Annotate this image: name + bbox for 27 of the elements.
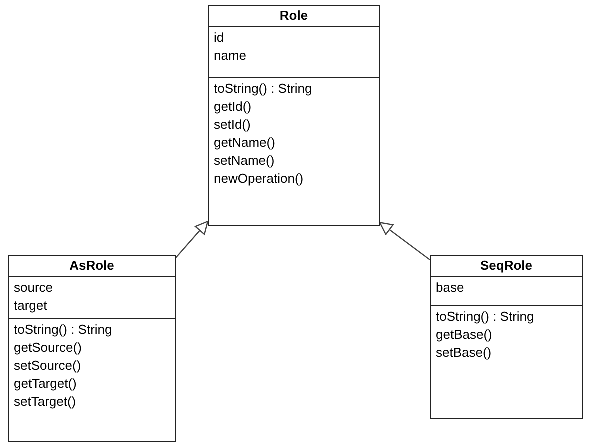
- method: getSource(): [14, 339, 82, 357]
- attribute: base: [436, 279, 464, 297]
- method: getBase(): [436, 326, 492, 344]
- class-box: [208, 5, 380, 226]
- method: toString() : String: [436, 308, 534, 326]
- class-name: SeqRole: [431, 256, 582, 277]
- method: getId(): [214, 98, 252, 116]
- method: setName(): [214, 152, 275, 170]
- method: setSource(): [14, 357, 82, 375]
- attribute: name: [214, 47, 247, 65]
- inheritance-arrow: [379, 222, 430, 260]
- method: setTarget(): [14, 393, 76, 411]
- class-name: AsRole: [9, 256, 175, 277]
- method: toString() : String: [14, 321, 112, 339]
- attribute: source: [14, 279, 54, 297]
- inheritance-arrow: [176, 220, 209, 258]
- method: setBase(): [436, 344, 492, 362]
- attribute: id: [214, 29, 224, 47]
- method: getName(): [214, 134, 276, 152]
- class-box: [8, 255, 176, 442]
- class-name: Role: [209, 6, 379, 27]
- method: toString() : String: [214, 80, 312, 98]
- class-box: [430, 255, 583, 419]
- method: newOperation(): [214, 170, 304, 188]
- method: getTarget(): [14, 375, 77, 393]
- method: setId(): [214, 116, 251, 134]
- attribute: target: [14, 297, 48, 315]
